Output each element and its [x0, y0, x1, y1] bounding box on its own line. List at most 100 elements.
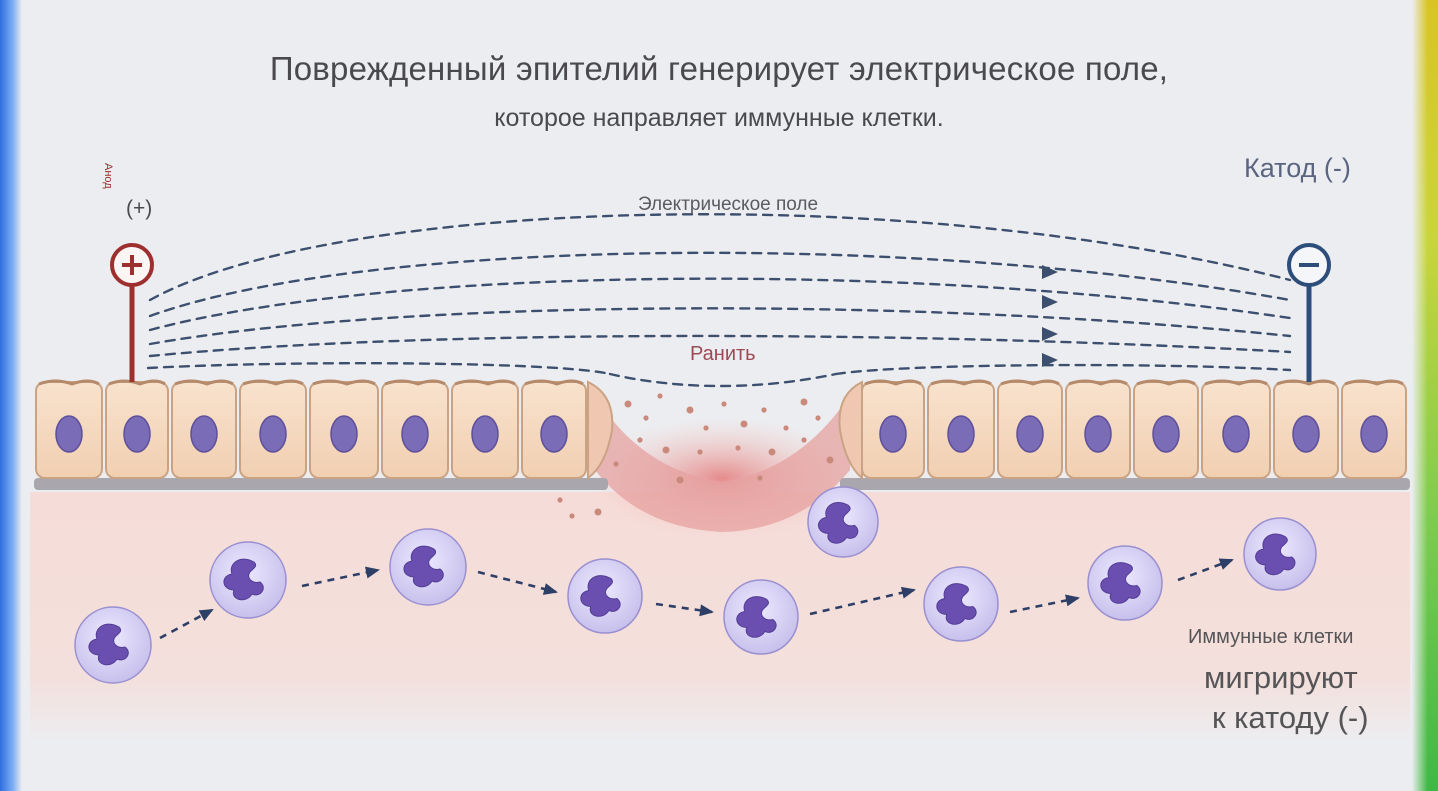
- nucleus: [1360, 415, 1388, 453]
- dashed-arrow-icon: [301, 566, 380, 588]
- epithelial-cell: [1341, 379, 1407, 479]
- debris-dot: [721, 401, 727, 407]
- dashed-arrow-icon: [809, 586, 916, 616]
- nucleus: [1100, 562, 1141, 604]
- debris-dot: [613, 461, 619, 467]
- debris-dot: [657, 393, 663, 399]
- immune-cell: [74, 606, 152, 684]
- damaged-cell: [838, 380, 863, 481]
- nucleus: [1255, 533, 1296, 576]
- epithelial-cell: [35, 379, 103, 479]
- immune-cells-label: Иммунные клетки: [1188, 626, 1354, 648]
- immune-cell: [723, 579, 799, 655]
- nucleus: [330, 415, 358, 453]
- nucleus: [736, 596, 777, 638]
- immune-cell: [807, 486, 879, 558]
- nucleus: [818, 502, 859, 544]
- debris-dot: [594, 508, 602, 516]
- damaged-cell: [587, 380, 614, 480]
- epithelial-cell: [927, 379, 995, 479]
- nucleus: [55, 415, 83, 453]
- nucleus: [1152, 415, 1180, 453]
- epithelial-cell: [1065, 379, 1131, 479]
- field-label: Электрическое поле: [638, 194, 819, 215]
- epithelial-cell: [239, 379, 307, 479]
- epithelial-cell: [381, 379, 449, 479]
- epithelial-cell: [309, 379, 379, 479]
- field-line: [148, 213, 1292, 302]
- dashed-arrow-icon: [655, 602, 714, 617]
- dashed-arrow-icon: [159, 608, 214, 640]
- migrate-label-1: мигрируют: [1204, 660, 1358, 695]
- epithelial-cell: [861, 379, 925, 479]
- immune-cell: [1087, 545, 1163, 621]
- epithelial-cell: [997, 379, 1063, 479]
- epithelial-cell: [521, 379, 587, 479]
- nucleus: [190, 415, 218, 453]
- field-arrow-icon: [1042, 353, 1058, 367]
- nucleus: [1292, 415, 1320, 453]
- nucleus: [223, 558, 264, 601]
- nucleus: [947, 415, 975, 453]
- title-line-1: Поврежденный эпителий генерирует электри…: [269, 50, 1169, 87]
- field-line: [148, 307, 1292, 346]
- nucleus: [88, 623, 129, 666]
- field-line: [834, 363, 1292, 376]
- debris-dot: [624, 400, 632, 408]
- debris-dot: [783, 425, 789, 431]
- field-arrows: [1042, 265, 1058, 367]
- debris-dot: [557, 497, 563, 503]
- immune-cell: [1243, 517, 1317, 591]
- field-line: [146, 362, 612, 376]
- nucleus: [879, 415, 907, 453]
- debris-dot: [826, 456, 834, 464]
- cathode-label: Катод (-): [1244, 153, 1351, 183]
- basement-membrane-right: [840, 478, 1410, 490]
- cathode-electrode: [1287, 243, 1331, 382]
- nucleus: [259, 415, 287, 453]
- debris-dot: [815, 415, 821, 421]
- immune-cell: [209, 541, 287, 619]
- immune-cell: [923, 566, 999, 642]
- basement-membrane-left: [34, 478, 608, 490]
- epithelial-cell: [451, 379, 519, 479]
- field-arrow-icon: [1042, 327, 1058, 341]
- debris-dot: [697, 449, 703, 455]
- debris-dot: [569, 513, 575, 519]
- immune-cell: [389, 528, 467, 606]
- field-line: [148, 334, 1292, 358]
- nucleus: [471, 415, 499, 453]
- nucleus: [403, 545, 444, 588]
- debris-dot: [662, 446, 670, 454]
- left-edge-gradient: [0, 0, 22, 791]
- epithelial-cell: [171, 379, 237, 479]
- nucleus: [123, 415, 151, 453]
- nucleus: [401, 415, 429, 453]
- epithelial-cell: [1133, 379, 1199, 479]
- debris-dot: [637, 437, 643, 443]
- debris-dot: [801, 437, 807, 443]
- right-edge-gradient: [1412, 0, 1438, 791]
- debris-dot: [735, 445, 741, 451]
- debris-dot: [757, 475, 763, 481]
- epithelium-layer: [35, 379, 1407, 481]
- migration-arrows: [159, 558, 1234, 640]
- field-line: [148, 277, 1292, 332]
- nucleus: [1016, 415, 1044, 453]
- epithelial-cell: [105, 379, 169, 479]
- migrate-label-2: к катоду (-): [1212, 700, 1369, 735]
- field-line: [608, 372, 838, 388]
- anode-sign-label: (+): [126, 197, 153, 220]
- immune-cell: [567, 558, 643, 634]
- debris-dot: [800, 398, 808, 406]
- nucleus: [1222, 415, 1250, 453]
- dashed-arrow-icon: [477, 570, 558, 595]
- immune-cells: [74, 486, 1317, 684]
- anode-vertical-label: Анод: [102, 163, 114, 189]
- nucleus: [936, 583, 977, 625]
- anode-electrode: [110, 243, 154, 382]
- debris-dot: [676, 476, 684, 484]
- nucleus: [540, 415, 568, 453]
- debris-dot: [768, 448, 776, 456]
